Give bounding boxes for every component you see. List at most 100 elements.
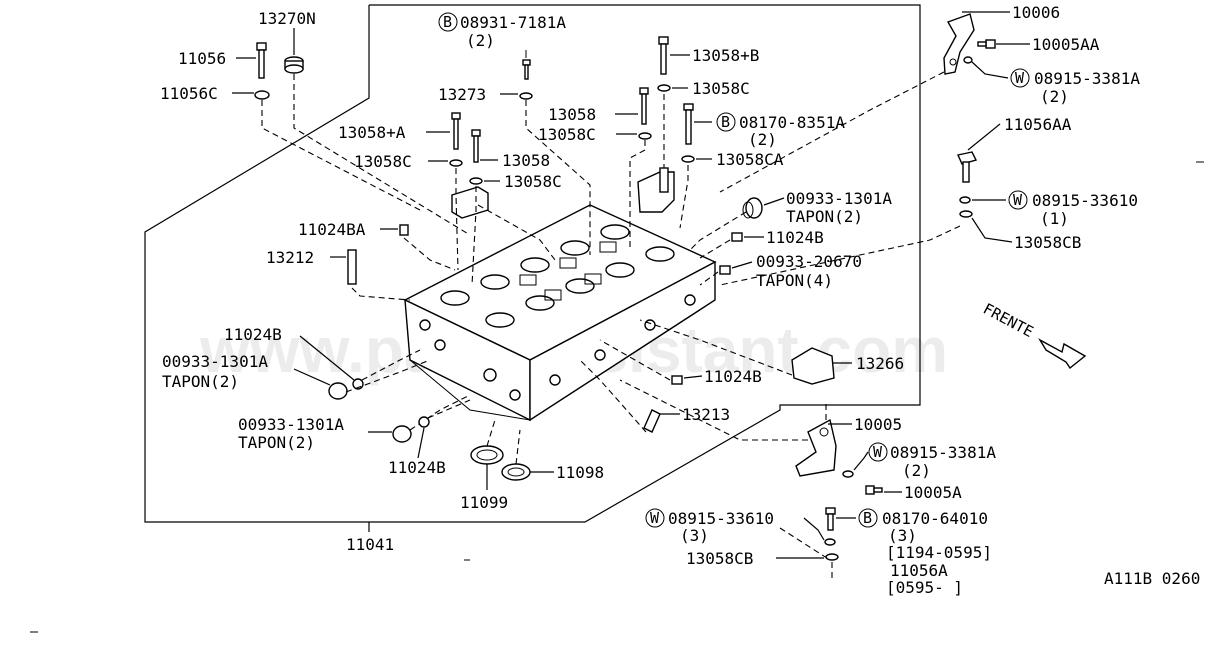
bolt-13058a bbox=[451, 112, 461, 150]
label-10005aa: 10005AA bbox=[1032, 35, 1100, 54]
label-13212: 13212 bbox=[266, 248, 314, 267]
seal-11098 bbox=[501, 463, 531, 481]
bolt-13058-left bbox=[471, 129, 481, 163]
label-11024b-left: 11024B bbox=[224, 325, 282, 344]
stud-13213 bbox=[643, 409, 661, 433]
label-11056a: 11056A bbox=[890, 561, 948, 580]
label-08170-qty: (2) bbox=[748, 130, 777, 149]
bolt-11056 bbox=[256, 42, 267, 79]
washer-08915-3381a-bot bbox=[842, 470, 854, 478]
label-11056c: 11056C bbox=[160, 84, 218, 103]
circle-w-33610-b: W bbox=[645, 508, 665, 528]
svg-text:W: W bbox=[1015, 69, 1025, 87]
label-08915-33610-b-qty: (3) bbox=[680, 526, 709, 545]
label-08915-3381a-top: 08915-3381A bbox=[1034, 69, 1140, 88]
washer-13058c-b bbox=[638, 132, 652, 140]
svg-text:B: B bbox=[443, 13, 452, 31]
direction-label: FRENTE bbox=[980, 300, 1036, 341]
svg-text:B: B bbox=[863, 509, 872, 527]
washer-13058cb-b bbox=[825, 553, 839, 561]
label-13058a: 13058+A bbox=[338, 123, 406, 142]
svg-text:B: B bbox=[721, 113, 730, 131]
cylinder-head bbox=[403, 204, 717, 422]
label-00933-1301a-top: 00933-1301A bbox=[786, 189, 892, 208]
bracket-10005 bbox=[795, 418, 837, 477]
svg-text:W: W bbox=[1013, 191, 1023, 209]
label-00933-20670: 00933-20670 bbox=[756, 252, 862, 271]
washer-13058c-c bbox=[449, 159, 463, 167]
plug-00933-20670 bbox=[719, 265, 731, 275]
label-11099: 11099 bbox=[460, 493, 508, 512]
bolt-10005aa bbox=[977, 39, 996, 49]
label-13058cb-b: 13058CB bbox=[686, 549, 753, 568]
bolt-08931-7181a bbox=[522, 59, 531, 80]
label-13058cb-r: 13058CB bbox=[1014, 233, 1081, 252]
label-tapon2-left: TAPON(2) bbox=[162, 372, 239, 391]
circle-b-64010: B bbox=[858, 508, 878, 528]
label-11098: 11098 bbox=[556, 463, 604, 482]
plug-00933-1301a-top bbox=[742, 197, 763, 219]
label-11024ba: 11024BA bbox=[298, 220, 366, 239]
bracket-center-top bbox=[637, 167, 675, 213]
label-08915-33610-r-qty: (1) bbox=[1040, 209, 1069, 228]
dowel-11024b-top bbox=[731, 232, 743, 242]
label-13266: 13266 bbox=[856, 354, 904, 373]
label-13058c-b: 13058C bbox=[538, 125, 596, 144]
label-13058-left: 13058 bbox=[502, 151, 550, 170]
label-13058ca: 13058CA bbox=[716, 150, 784, 169]
label-11056: 11056 bbox=[178, 49, 226, 68]
washer-08915-3381a-top bbox=[963, 56, 973, 64]
circle-b-08170: B bbox=[716, 112, 736, 132]
label-11024b-mid: 11024B bbox=[704, 367, 762, 386]
label-tapon2-bl: TAPON(2) bbox=[238, 433, 315, 452]
label-13058b: 13058+B bbox=[692, 46, 759, 65]
label-10006: 10006 bbox=[1012, 3, 1060, 22]
circle-b-08931: B bbox=[438, 12, 458, 32]
label-tapon2-top: TAPON(2) bbox=[786, 207, 863, 226]
dowel-11024ba bbox=[399, 224, 409, 236]
label-13270n: 13270N bbox=[258, 9, 316, 28]
washer-11056c bbox=[254, 90, 270, 100]
bolt-13058b bbox=[658, 36, 669, 75]
label-08915-3381a-top-qty: (2) bbox=[1040, 87, 1069, 106]
label-11056aa: 11056AA bbox=[1004, 115, 1072, 134]
figure-code: A111B 0260 bbox=[1104, 569, 1200, 588]
washer-08915-33610-b bbox=[824, 538, 836, 546]
label-08931-7181a: 08931-7181A bbox=[460, 13, 566, 32]
label-13273: 13273 bbox=[438, 85, 486, 104]
label-11024b-bot: 11024B bbox=[388, 458, 446, 477]
plate-13266 bbox=[791, 347, 835, 385]
label-13058c-d: 13058C bbox=[504, 172, 562, 191]
svg-text:W: W bbox=[873, 443, 883, 461]
label-08915-3381a-bot: 08915-3381A bbox=[890, 443, 996, 462]
label-11041: 11041 bbox=[346, 535, 394, 554]
circle-w-33610-r: W bbox=[1008, 190, 1028, 210]
label-00933-1301a-left: 00933-1301A bbox=[162, 352, 268, 371]
label-date-range-2: [0595- ] bbox=[886, 578, 963, 597]
plug-00933-1301a-bl bbox=[392, 425, 412, 443]
label-13058c-a: 13058C bbox=[692, 79, 750, 98]
washer-13273 bbox=[519, 92, 533, 100]
label-08915-3381a-bot-qty: (2) bbox=[902, 461, 931, 480]
seal-13270n bbox=[284, 56, 304, 74]
label-13058-center: 13058 bbox=[548, 105, 596, 124]
label-date-range-1: [1194-0595] bbox=[886, 543, 992, 562]
label-10005a: 10005A bbox=[904, 483, 962, 502]
front-direction-arrow bbox=[1038, 338, 1087, 370]
bolt-bosses bbox=[419, 294, 696, 401]
label-13213: 13213 bbox=[682, 405, 730, 424]
valve-pockets bbox=[519, 241, 617, 301]
plug-00933-1301a-left bbox=[328, 382, 348, 400]
assembly-boundary bbox=[144, 4, 921, 523]
label-08170-64010-qty: (3) bbox=[888, 526, 917, 545]
label-08170-8351a: 08170-8351A bbox=[739, 113, 845, 132]
washer-08915-33610-r bbox=[959, 196, 971, 204]
circle-w-3381a-top: W bbox=[1010, 68, 1030, 88]
bracket-10006 bbox=[943, 13, 975, 75]
washer-13058c-a bbox=[657, 84, 671, 92]
label-08931-qty: (2) bbox=[466, 31, 495, 50]
label-08170-64010: 08170-64010 bbox=[882, 509, 988, 528]
label-08915-33610-r: 08915-33610 bbox=[1032, 191, 1138, 210]
bolt-08170-8351a bbox=[683, 103, 694, 145]
